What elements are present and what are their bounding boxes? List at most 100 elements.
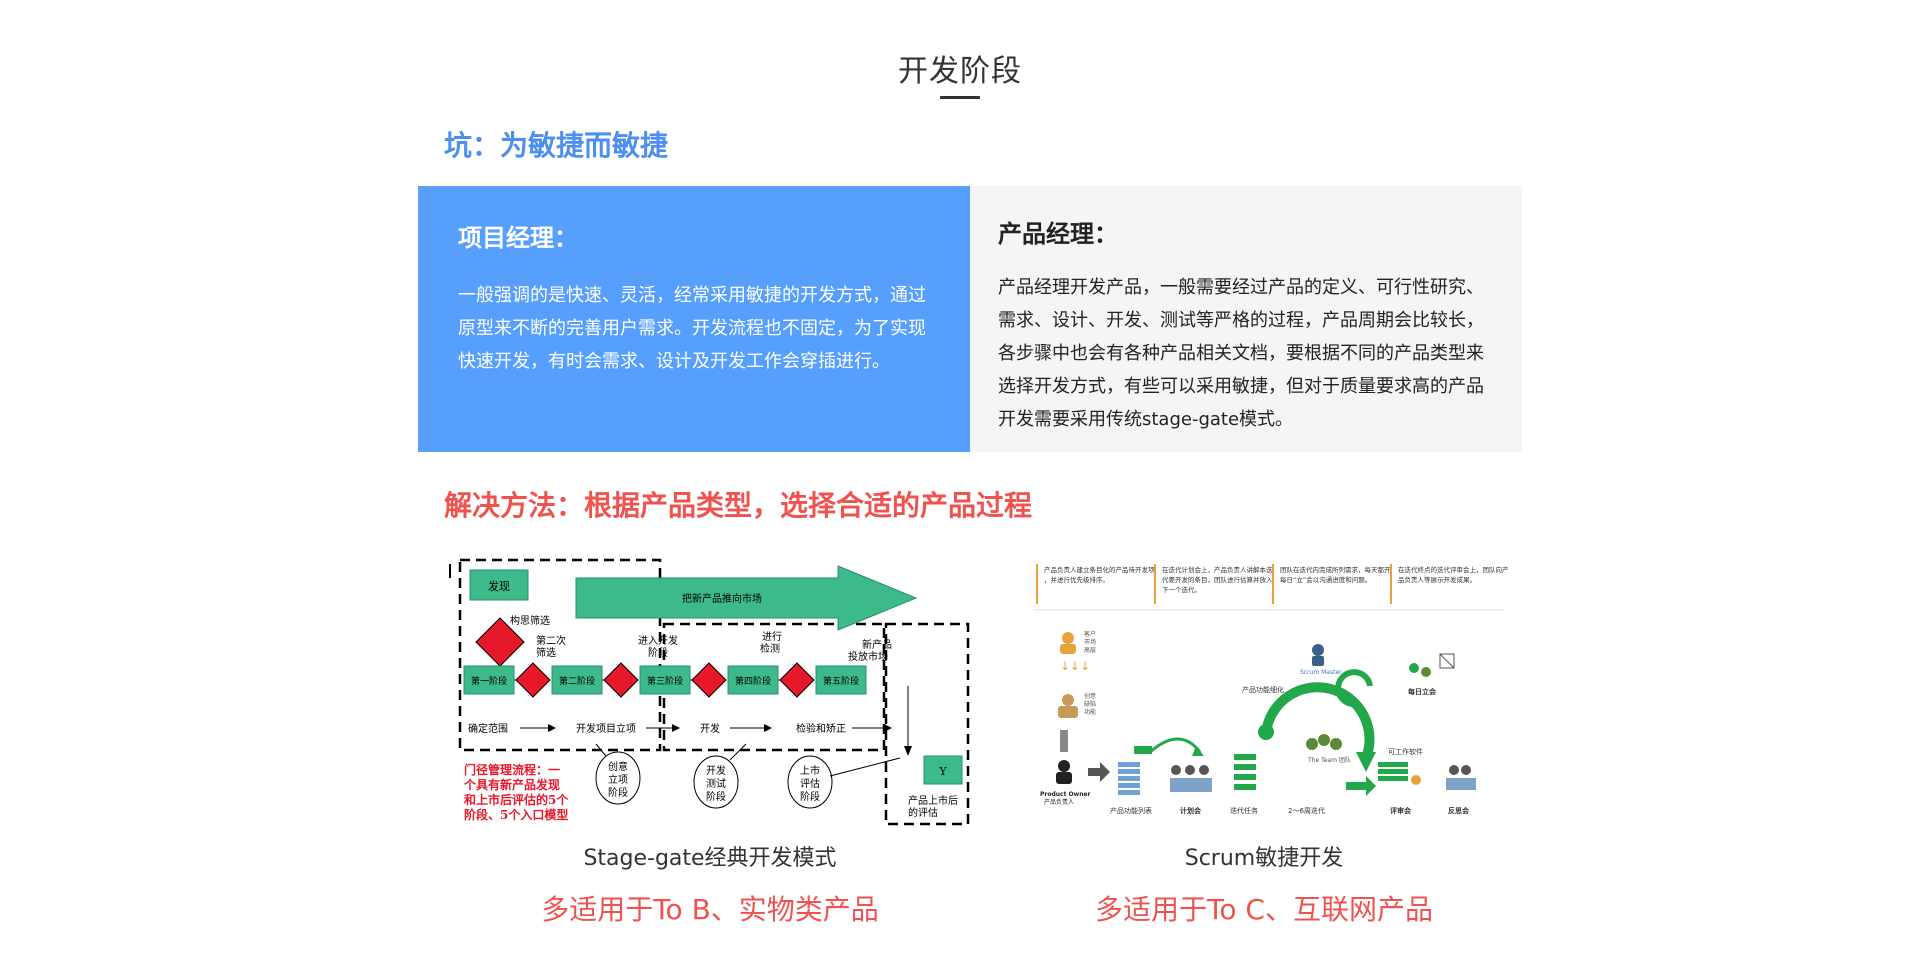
product-manager-card: 产品经理： 产品经理开发产品，一般需要经过产品的定义、可行性研究、需求、设计、开… (970, 186, 1522, 452)
product-owner-cn-label: 产品负责人 (1044, 798, 1074, 806)
gate-diamond (603, 662, 639, 698)
boss-label: 高层 (1084, 646, 1096, 654)
sw-item-2 (1378, 769, 1408, 774)
scrum-note: 产品负责人建立条目化的产品待开发项，并进行优先级排序。 (1044, 565, 1155, 584)
note-line-2: 个具有新产品发现 (463, 777, 560, 792)
scrum-caption: Scrum敏捷开发 (1184, 846, 1344, 871)
planning-person-icon-2 (1185, 765, 1195, 775)
stage-box (463, 665, 515, 695)
note-bar (1036, 564, 1038, 604)
scrum-diagram: 产品负责人建立条目化的产品待开发项，并进行优先级排序。在迭代计划会上，产品负责人… (1030, 556, 1509, 828)
down-arrow-gray-icon (1060, 730, 1068, 752)
scrum-master-icon (1312, 644, 1324, 656)
team-person-icon (1318, 734, 1330, 746)
discover-box (469, 569, 529, 601)
stage-gate-svg: 发现 把新产品推向市场 构思筛选 第二次 筛选 第一阶段第二阶段第三阶段第四阶段… (449, 558, 970, 826)
product-owner-icon (1058, 760, 1070, 772)
product-owner-label: Product Owner (1040, 791, 1091, 798)
dev-project-arrow-head (672, 724, 680, 732)
bubble-dev (693, 755, 739, 809)
product-owner-body-icon (1056, 772, 1072, 784)
stage-gate-diagram: 发现 把新产品推向市场 构思筛选 第二次 筛选 第一阶段第二阶段第三阶段第四阶段… (446, 556, 970, 828)
planning-table (1170, 778, 1212, 792)
stage-box (815, 665, 867, 695)
backlog-item-1 (1118, 762, 1140, 767)
people-icon (1062, 694, 1074, 706)
daily-person-icon-2 (1421, 667, 1431, 677)
backlog-item-3 (1118, 776, 1140, 781)
gate-diamond (779, 662, 815, 698)
stage-row: 第一阶段第二阶段第三阶段第四阶段第五阶段 (463, 662, 867, 698)
solution-heading: 解决方法：根据产品类型，选择合适的产品过程 (444, 489, 1033, 522)
discover-label: 发现 (488, 579, 510, 593)
down-arrows-icon: ↓↓↓ (1060, 659, 1090, 673)
backlog-label: 产品功能列表 (1110, 806, 1152, 815)
project-manager-card: 项目经理： 一般强调的是快速、灵活，经常采用敏捷的开发方式，通过原型来不断的完善… (418, 186, 970, 452)
sprint-item-3 (1234, 774, 1256, 780)
daily-person-icon (1409, 663, 1419, 673)
sprint-length-label: 2～6周迭代 (1288, 806, 1325, 815)
bubble-dev-tail (729, 743, 747, 761)
backlog-green-item (1134, 746, 1152, 754)
title-underline (940, 96, 980, 99)
refine-dot (1258, 724, 1274, 740)
bubble-idea-line-3: 阶段 (608, 786, 628, 799)
sprint-loop-head (1356, 752, 1376, 772)
gate-diamond (691, 662, 727, 698)
gate-region-3 (884, 622, 970, 826)
retro-label: 反思会 (1448, 806, 1470, 815)
daily-loop (1335, 669, 1373, 708)
feature-label: 功能 (1084, 708, 1096, 716)
note-bar (1272, 564, 1274, 604)
stage-box (727, 665, 779, 695)
post-eval-label-2: 的评估 (908, 806, 938, 819)
bubble-dev-line-2: 测试 (706, 777, 726, 790)
client-label: 客户 (1084, 630, 1096, 638)
stage-box (639, 665, 691, 695)
second-screen-label-1: 第二次 (536, 634, 566, 647)
market-arrow (575, 565, 918, 631)
bubble-idea-line-1: 创意 (608, 760, 628, 773)
working-sw-label: 可工作软件 (1388, 747, 1423, 756)
sw-item-1 (1378, 762, 1408, 767)
product-manager-body: 产品经理开发产品，一般需要经过产品的定义、可行性研究、需求、设计、开发、测试等严… (998, 277, 1484, 430)
stage-label: 第一阶段 (471, 675, 507, 687)
enter-dev-label-2: 阶段 (648, 646, 668, 659)
product-manager-title: 产品经理： (998, 220, 1118, 248)
to-review-arrow (1346, 776, 1376, 796)
bubble-launch-line-3: 阶段 (800, 790, 820, 803)
board-icon-line (1439, 653, 1455, 669)
section-title: 开发阶段 (898, 54, 1022, 89)
launch-label-2: 投放市场 (848, 650, 888, 663)
second-screen-label-2: 筛选 (536, 646, 556, 659)
market-label: 市场 (1084, 638, 1096, 646)
retro-table (1446, 778, 1476, 790)
scope-label: 确定范围 (468, 722, 508, 735)
verify-label: 检验和矫正 (796, 722, 846, 735)
retro-person-icon (1449, 765, 1459, 775)
scrum-note: 在迭代计划会上，产品负责人讲解本迭代要开发的条目，团队进行估算并放入下一个迭代。 (1162, 565, 1273, 594)
bubble-dev-line-1: 开发 (706, 764, 726, 777)
bubble-idea-tail (595, 743, 607, 757)
bubble-launch-line-2: 评估 (800, 777, 820, 790)
run-test-label-2: 检测 (760, 642, 780, 655)
sw-item-3 (1378, 776, 1408, 781)
refine-label: 产品功能细化 (1242, 685, 1284, 694)
daily-label: 每日立会 (1408, 687, 1437, 696)
idea-label: 创意 (1084, 692, 1096, 700)
stage-label: 第二阶段 (559, 675, 595, 687)
bubble-launch (787, 755, 833, 809)
team-person-icon-2 (1306, 738, 1318, 750)
y-box (923, 755, 963, 785)
note-bar (1154, 564, 1156, 604)
scope-arrow-head (548, 724, 556, 732)
project-manager-body: 一般强调的是快速、灵活，经常采用敏捷的开发方式，通过原型来不断的完善用户需求。开… (458, 285, 926, 372)
scrum-svg: 产品负责人建立条目化的产品待开发项，并进行优先级排序。在迭代计划会上，产品负责人… (1034, 564, 1509, 815)
scrum-master-body-icon (1312, 656, 1324, 666)
stage-label: 第五阶段 (823, 675, 859, 687)
team-person-icon-3 (1330, 738, 1342, 750)
note-line-1: 门径管理流程：一 (464, 762, 560, 777)
enter-dev-label-1: 进入开发 (638, 634, 678, 647)
backlog-stack (1118, 762, 1140, 795)
down-arrow-head (904, 746, 912, 756)
